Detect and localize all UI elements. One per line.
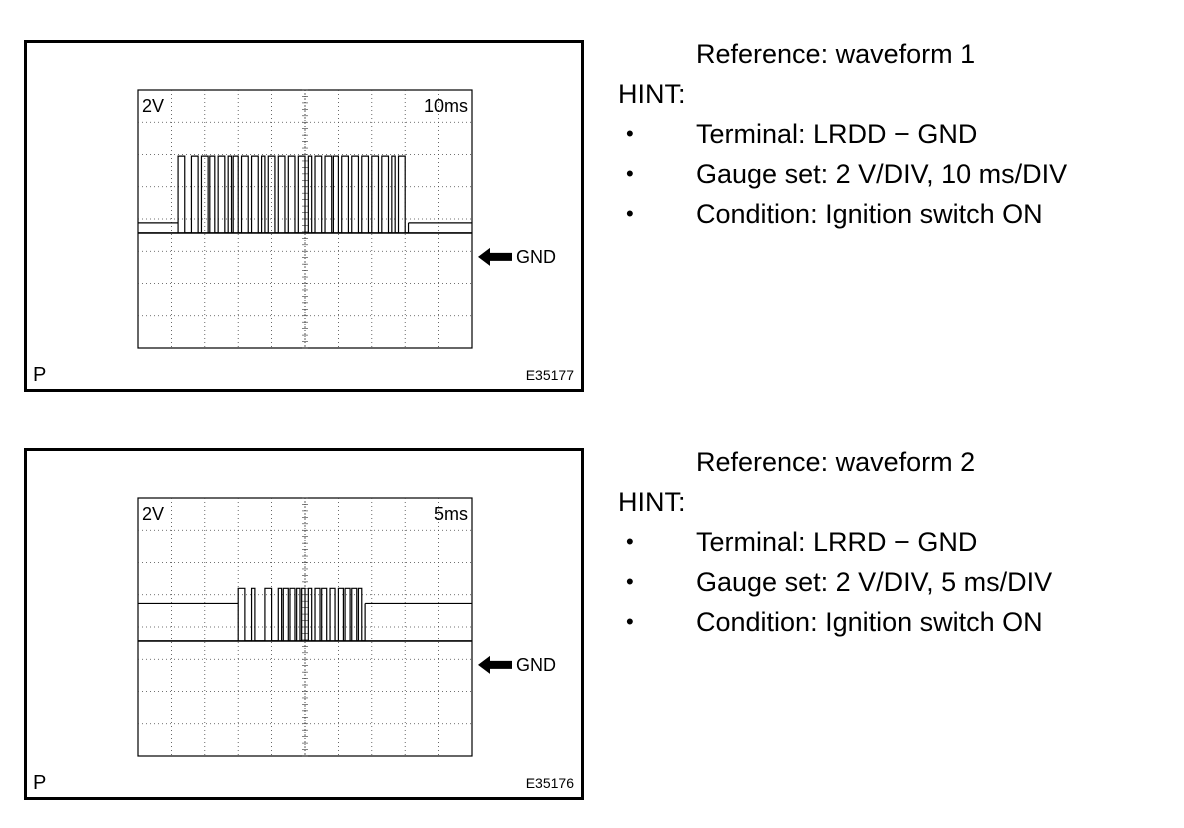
hint-item: • Gauge set: 2 V/DIV, 5 ms/DIV xyxy=(618,562,1178,602)
reference-title: Reference: waveform 1 xyxy=(696,39,976,69)
bullet-icon: • xyxy=(626,201,634,226)
panel-corner-label: P xyxy=(33,364,47,386)
gnd-label: GND xyxy=(516,247,556,267)
hint-text: Gauge set: 2 V/DIV, 5 ms/DIV xyxy=(696,567,1053,597)
figure-code: E35176 xyxy=(525,775,574,791)
bullet-icon: • xyxy=(626,529,634,554)
hint-block-1: Reference: waveform 1 HINT: • Terminal: L… xyxy=(618,34,1178,234)
bullet-icon: • xyxy=(626,569,634,594)
volt-per-div-label: 2V xyxy=(142,96,164,116)
hint-text: Condition: Ignition switch ON xyxy=(696,607,1043,637)
panel-corner-label: P xyxy=(33,772,47,794)
gnd-arrow-icon xyxy=(478,655,512,674)
bullet-icon: • xyxy=(626,121,634,146)
waveform-trace xyxy=(177,155,410,234)
bullet-icon: • xyxy=(626,609,634,634)
time-per-div-label: 5ms xyxy=(434,504,468,524)
bullet-icon: • xyxy=(626,161,634,186)
gnd-label: GND xyxy=(516,655,556,675)
hint-text: Terminal: LRDD − GND xyxy=(696,119,978,149)
hint-text: Terminal: LRRD − GND xyxy=(696,527,978,557)
hint-label: HINT: xyxy=(618,487,686,517)
hint-text: Gauge set: 2 V/DIV, 10 ms/DIV xyxy=(696,159,1068,189)
hint-block-2: Reference: waveform 2 HINT: • Terminal: L… xyxy=(618,442,1178,642)
gnd-arrow-icon xyxy=(478,247,512,266)
hint-item: • Terminal: LRDD − GND xyxy=(618,114,1178,154)
hint-item: • Condition: Ignition switch ON xyxy=(618,602,1178,642)
hint-item: • Terminal: LRRD − GND xyxy=(618,522,1178,562)
hint-text: Condition: Ignition switch ON xyxy=(696,199,1043,229)
hint-item: • Condition: Ignition switch ON xyxy=(618,194,1178,234)
reference-title: Reference: waveform 2 xyxy=(696,447,976,477)
hint-label: HINT: xyxy=(618,79,686,109)
hint-item: • Gauge set: 2 V/DIV, 10 ms/DIV xyxy=(618,154,1178,194)
figure-code: E35177 xyxy=(525,367,574,383)
time-per-div-label: 10ms xyxy=(424,96,468,116)
volt-per-div-label: 2V xyxy=(142,504,164,524)
waveform-trace xyxy=(237,587,366,642)
